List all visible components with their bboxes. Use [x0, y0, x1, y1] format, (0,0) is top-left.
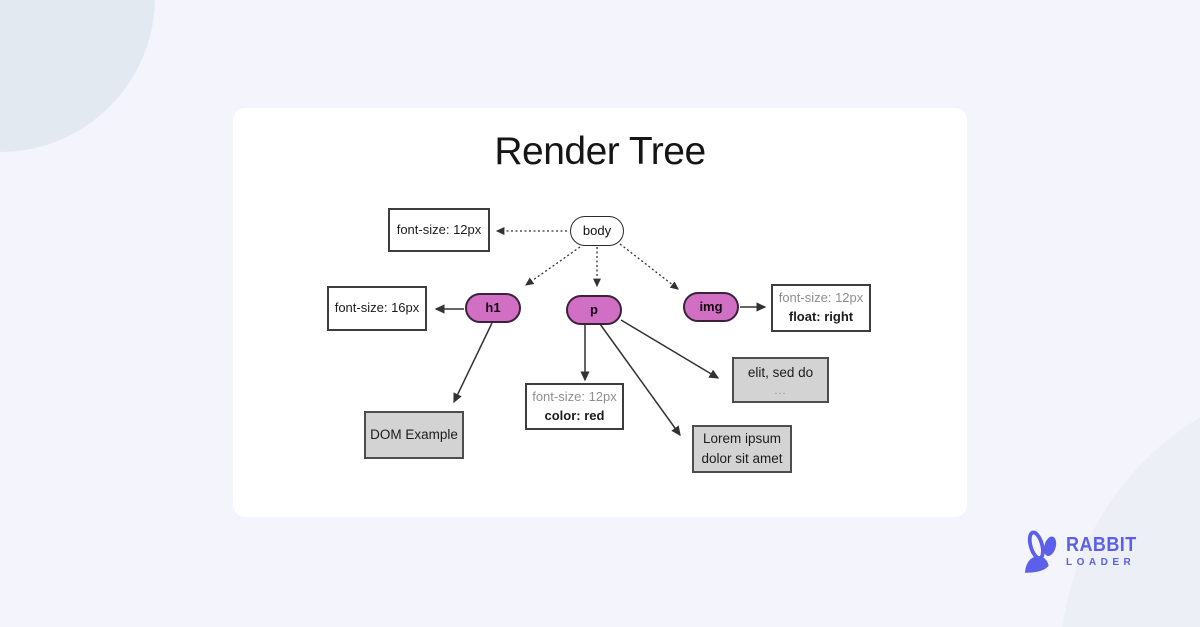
- img-style-line1: font-size: 12px: [778, 290, 864, 306]
- arrows-layer: [434, 227, 767, 437]
- decor-circle-bottom-right: [1060, 376, 1200, 627]
- h1-style-text: font-size: 16px: [334, 300, 420, 316]
- rabbitloader-logo: RABBIT LOADER: [1024, 529, 1145, 573]
- diagram-title: Render Tree: [494, 130, 706, 173]
- arrow-p-to-elit: [620, 319, 720, 379]
- lorem-line1: Lorem ipsum: [702, 431, 782, 447]
- arrow-h1-to-dom: [453, 322, 493, 404]
- node-h1-label: h1: [485, 299, 501, 315]
- node-img-label: img: [699, 298, 723, 314]
- logo-brand: RABBIT: [1066, 533, 1137, 556]
- p-style-line1: font-size: 12px: [532, 388, 617, 404]
- lorem-line2: dolor sit amet: [701, 451, 783, 466]
- node-p-label: p: [590, 301, 598, 317]
- arrow-body-to-img: [619, 243, 679, 290]
- p-style-box: font-size: 12px color: red: [525, 383, 624, 430]
- rabbit-ears-icon: [1024, 530, 1057, 573]
- img-style-line2: float: right: [788, 309, 854, 324]
- node-body-label: body: [582, 222, 612, 238]
- body-style-text: font-size: 12px: [396, 221, 482, 237]
- elit-line1: elit, sed do: [747, 365, 814, 381]
- node-h1: h1: [465, 293, 521, 323]
- p-style-line2: color: red: [544, 407, 605, 423]
- diagram-card: Render Tree font-size: 12px font-size: 1…: [233, 108, 967, 517]
- elit-line2: ...: [774, 384, 787, 397]
- dom-content-box: DOM Example: [364, 411, 464, 459]
- logo-text: RABBIT LOADER: [1066, 535, 1145, 568]
- lorem-content-box: Lorem ipsum dolor sit amet: [692, 425, 792, 473]
- decor-circle-top-left: [0, 0, 155, 152]
- arrow-body-to-h1: [525, 246, 581, 286]
- node-body: body: [570, 216, 624, 246]
- h1-style-box: font-size: 16px: [327, 286, 427, 331]
- body-style-box: font-size: 12px: [388, 208, 490, 252]
- dom-line1: DOM Example: [370, 427, 458, 443]
- node-img: img: [683, 292, 739, 322]
- img-style-box: font-size: 12px float: right: [771, 284, 871, 332]
- arrow-p-to-lorem: [599, 323, 681, 437]
- elit-content-box: elit, sed do ...: [732, 357, 829, 403]
- logo-subtitle: LOADER: [1066, 556, 1136, 568]
- node-p: p: [566, 295, 622, 325]
